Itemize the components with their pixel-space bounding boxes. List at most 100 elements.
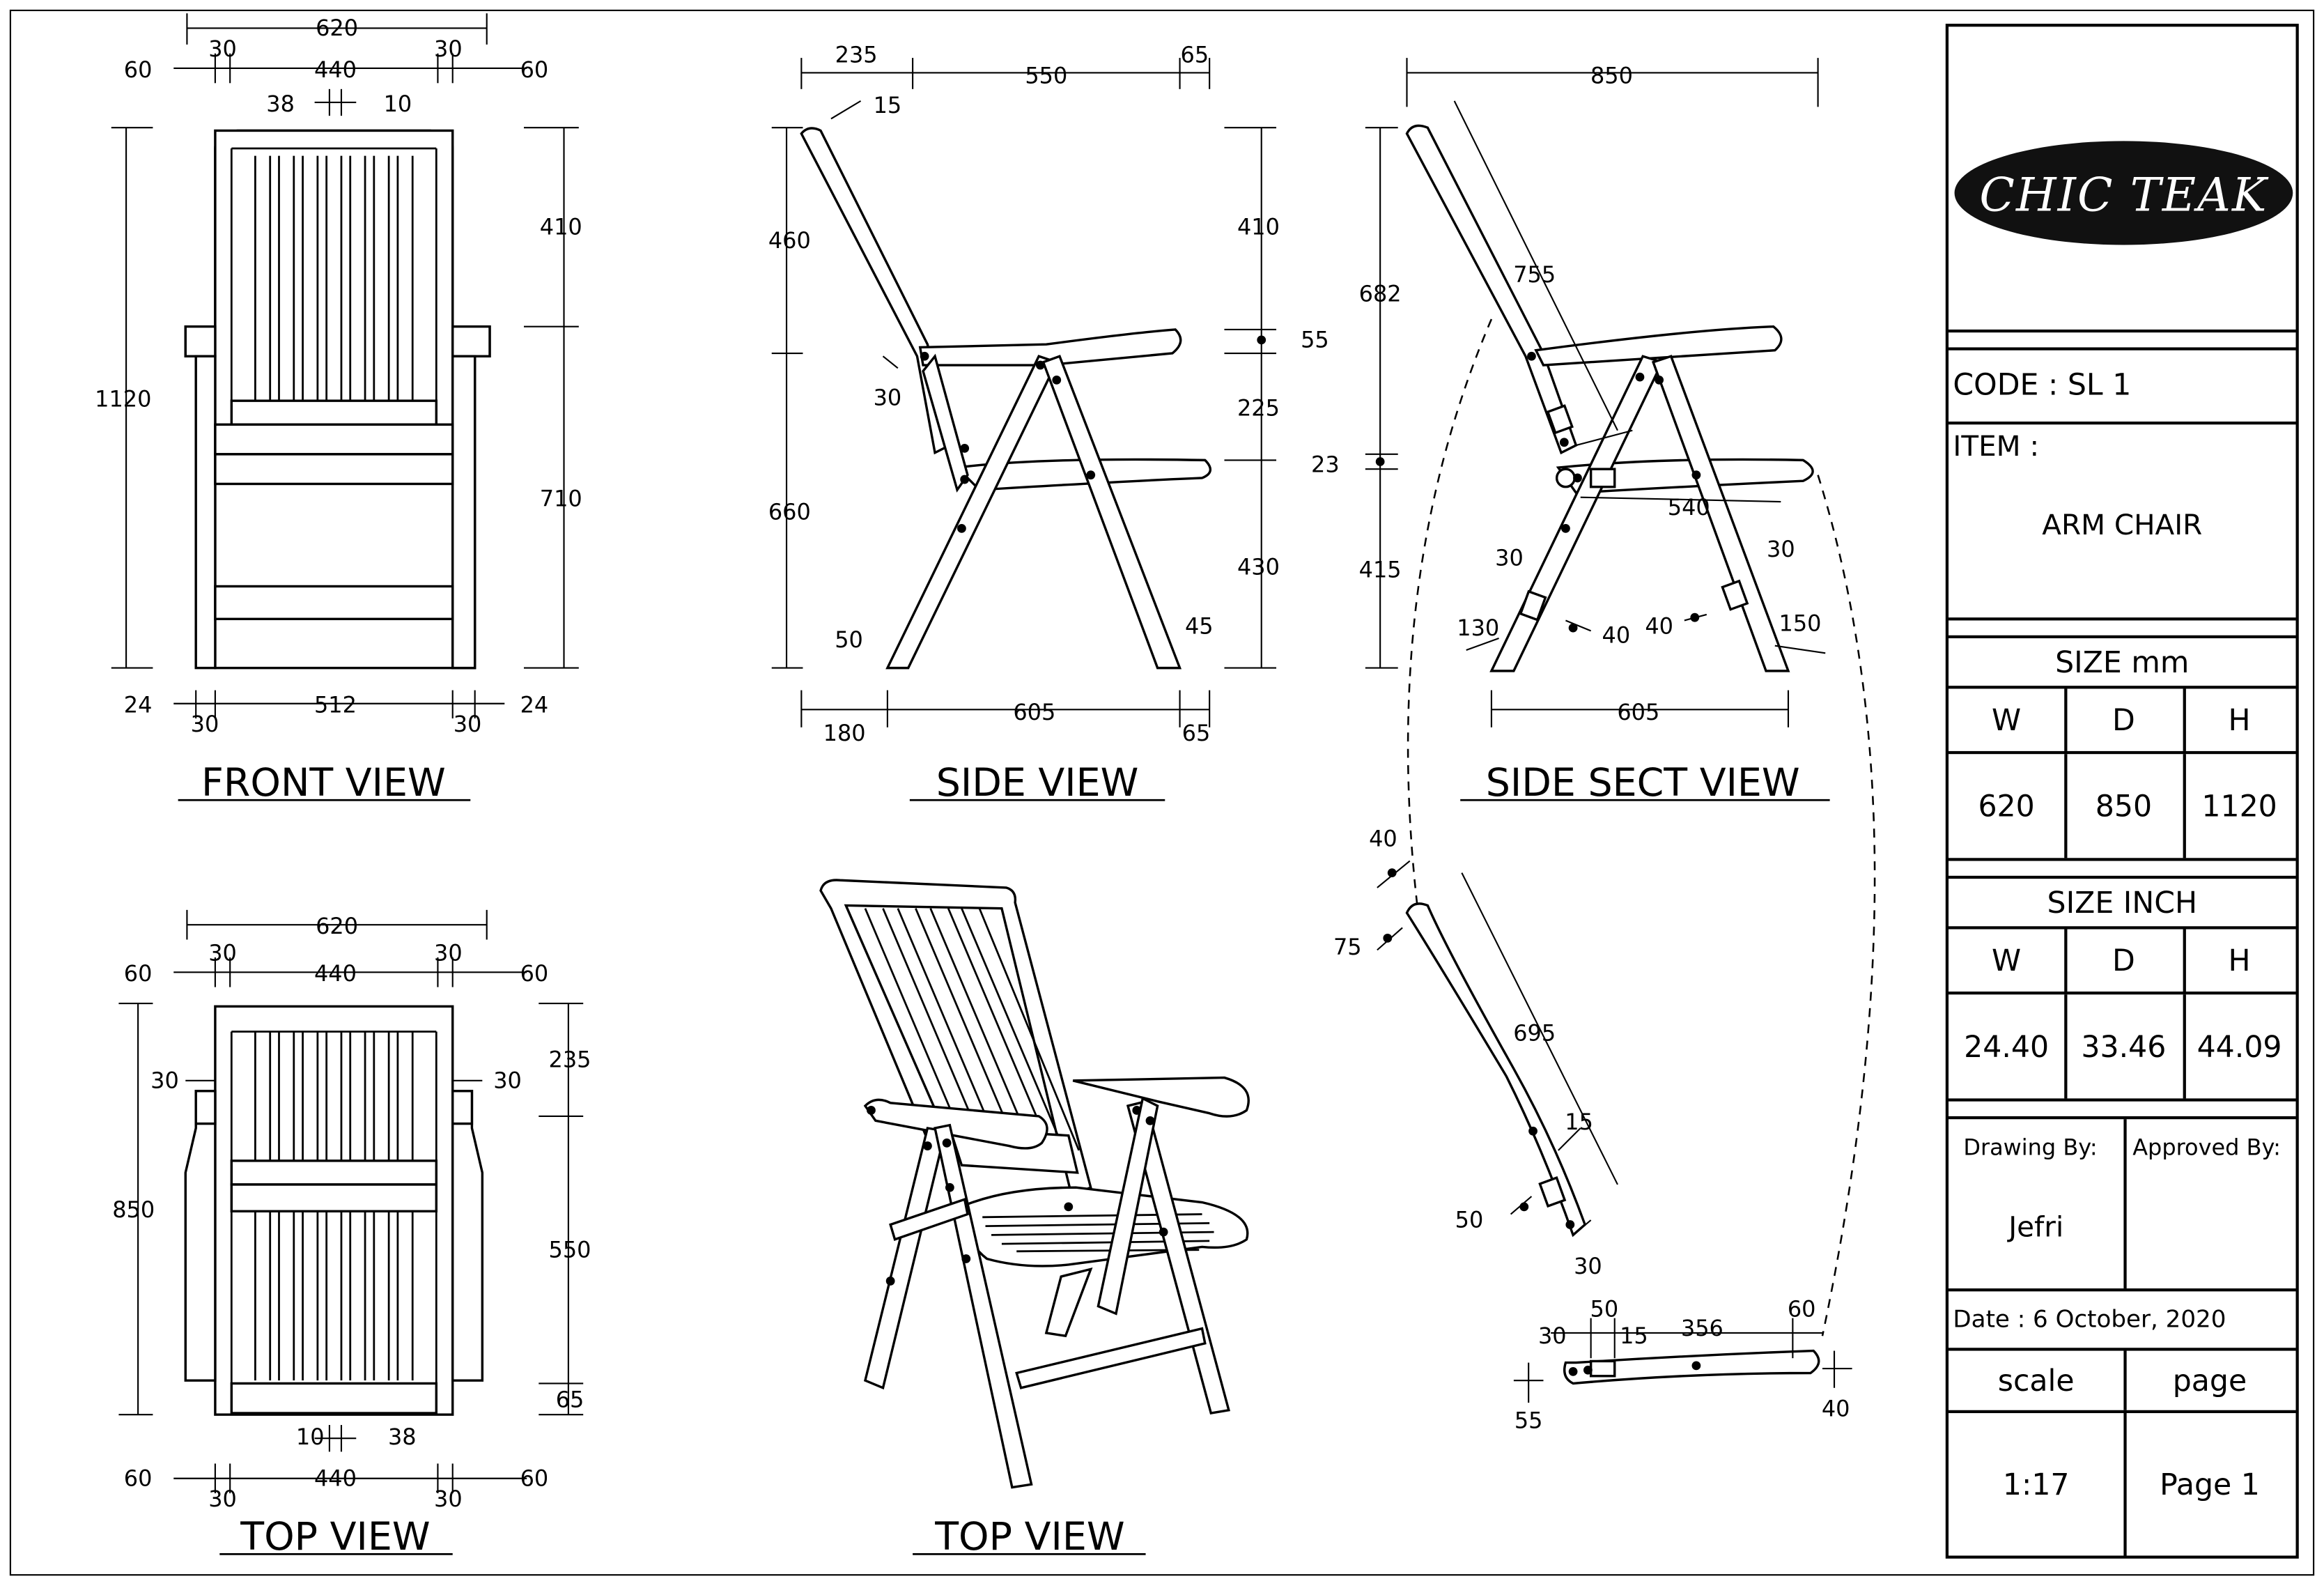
side-dimension-lines [771, 58, 1277, 727]
dim-sect-back-len: 755 [1513, 261, 1556, 288]
dim-side-top-angle: 15 [874, 92, 902, 118]
dim-side-pivot: 30 [874, 385, 902, 411]
date-row: Date : 6 October, 2020 [1949, 1291, 2296, 1351]
mm-width-value: 620 [1978, 788, 2035, 824]
top-view-title: TOP VIEW [240, 1515, 430, 1559]
dim-top-back-d: 235 [549, 1047, 591, 1073]
dim-detail-slot: 15 [1565, 1109, 1593, 1135]
dim-side-foot-back: 50 [835, 626, 863, 653]
top-dimension-labels: 620 30 30 60 440 60 30 30 850 235 550 65… [112, 913, 591, 1512]
detail-dimension-lines [1377, 860, 1618, 1236]
dim-top-side-r: 30 [434, 939, 463, 966]
size-mm-values: 620 850 1120 [1949, 754, 2296, 861]
dim-top-b-inner: 440 [314, 1465, 357, 1491]
dim-top-b-side-r: 30 [434, 1486, 463, 1512]
size-mm-header: SIZE mm [1949, 638, 2296, 689]
dim-top-inner: 440 [314, 960, 357, 987]
perspective-view [819, 879, 1250, 1489]
dim-side-arm-h: 225 [1237, 394, 1280, 421]
date-text: Date : 6 October, 2020 [1953, 1304, 2226, 1333]
dim-sect-leg-a: 30 [1495, 545, 1524, 571]
dim-sect-block-r: 40 [1645, 613, 1673, 640]
side-view [800, 127, 1211, 670]
dim-side-foot-front: 45 [1185, 613, 1214, 640]
sect-detail-link-left [1407, 318, 1493, 906]
dim-sect-pivot-gap: 23 [1311, 451, 1340, 477]
dim-side-base-back: 180 [823, 720, 866, 746]
side-dimension-labels: 235 550 65 15 460 660 30 410 55 225 430 … [768, 41, 1329, 746]
dim-front-over-r: 60 [520, 56, 549, 83]
seat-rail-detail [1563, 1349, 1820, 1385]
dim-detail-top-w: 40 [1369, 825, 1397, 851]
spacer-2 [1949, 620, 2296, 639]
dim-rail-len: 356 [1681, 1315, 1723, 1341]
detail-dimension-labels: 40 75 695 15 50 30 [1333, 825, 1602, 1279]
dim-front-foot-t-r: 30 [454, 711, 482, 737]
side-sect-view-title: SIDE SECT VIEW [1486, 761, 1800, 805]
dim-side-arm-len: 550 [1025, 62, 1067, 88]
side-sect-view [1405, 124, 1814, 672]
mm-depth-value: 850 [2095, 788, 2153, 824]
size-inch-label: SIZE INCH [2047, 884, 2198, 920]
dim-top-arm-r: 30 [493, 1067, 522, 1093]
rail-dimension-labels: 30 50 15 356 60 55 40 [1515, 1296, 1850, 1434]
page-label: page [2172, 1362, 2247, 1398]
dim-front-width: 620 [316, 15, 358, 41]
dim-sect-seat-len: 540 [1668, 494, 1710, 521]
dim-top-width: 620 [316, 913, 358, 939]
front-view-title: FRONT VIEW [201, 761, 446, 805]
dim-rail-end-l: 30 [1538, 1323, 1567, 1349]
dim-sect-block-l: 40 [1602, 622, 1631, 648]
dim-top-seat-d: 550 [549, 1236, 591, 1263]
code-row: CODE : SL 1 [1949, 350, 2296, 425]
dim-top-arm-l: 30 [150, 1067, 179, 1093]
size-inch-header: SIZE INCH [1949, 879, 2296, 930]
title-block: CHIC TEAK CODE : SL 1 ITEM : ARM CHAIR S… [1945, 24, 2299, 1559]
dim-front-lower-h: 710 [540, 485, 582, 511]
front-view [184, 129, 491, 670]
dim-rail-end-r: 60 [1788, 1296, 1816, 1323]
dim-front-foot-r: 24 [520, 692, 549, 718]
dim-side-arm-tip: 65 [1181, 41, 1209, 68]
dim-side-back-upper: 460 [768, 227, 811, 254]
dim-top-depth: 850 [112, 1196, 155, 1223]
dim-top-b-side-l: 30 [208, 1486, 237, 1512]
spacer-1 [1949, 332, 2296, 350]
dim-sect-leg-w-r: 150 [1779, 610, 1822, 636]
size-mm-columns: W D H [1949, 688, 2296, 755]
dim-sect-lower-h: 415 [1359, 557, 1402, 583]
dim-front-foot-t-l: 30 [191, 711, 219, 737]
inch-col-h: H [2228, 942, 2251, 978]
dim-top-b-over-l: 60 [124, 1465, 153, 1491]
dim-front-height: 1120 [95, 386, 151, 413]
scale-page-header: scale page [1949, 1350, 2296, 1414]
dim-top-side-l: 30 [208, 939, 237, 966]
inch-col-d: D [2112, 942, 2135, 978]
signature-row: Drawing By: Approved By: Jefri [1949, 1119, 2296, 1292]
scale-value: 1:17 [2002, 1466, 2070, 1502]
size-inch-values: 24.40 33.46 44.09 [1949, 994, 2296, 1102]
approved-by-value [2123, 1205, 2295, 1250]
dim-front-over-l: 60 [124, 56, 153, 83]
mm-col-w: W [1992, 702, 2022, 738]
rail-dimension-lines [1513, 1318, 1852, 1403]
sect-dimension-lines [1365, 58, 1826, 727]
dim-side-back-offset: 235 [835, 41, 878, 68]
dim-detail-back-len: 695 [1513, 1019, 1556, 1046]
dim-rail-joint: 50 [1590, 1296, 1619, 1323]
logo-text: CHIC TEAK [1979, 168, 2269, 222]
dim-detail-bottom-w: 50 [1455, 1207, 1484, 1233]
inch-depth-value: 33.46 [2081, 1028, 2167, 1065]
dim-sect-leg-w-l: 130 [1457, 615, 1499, 641]
mm-height-value: 1120 [2201, 788, 2277, 824]
dim-top-over-l: 60 [124, 960, 153, 987]
spacer-3 [1949, 861, 2296, 879]
dim-sect-depth: 850 [1590, 62, 1633, 88]
inch-height-value: 44.09 [2197, 1028, 2282, 1065]
dim-sect-leg-b: 30 [1767, 536, 1795, 562]
dim-side-back-h: 410 [1237, 214, 1280, 240]
drawing-by-label: Drawing By: [1963, 1134, 2098, 1161]
item-label: ITEM : [1953, 430, 2040, 463]
dim-front-inner: 440 [314, 56, 357, 83]
dim-side-arm-pad: 55 [1301, 326, 1329, 353]
